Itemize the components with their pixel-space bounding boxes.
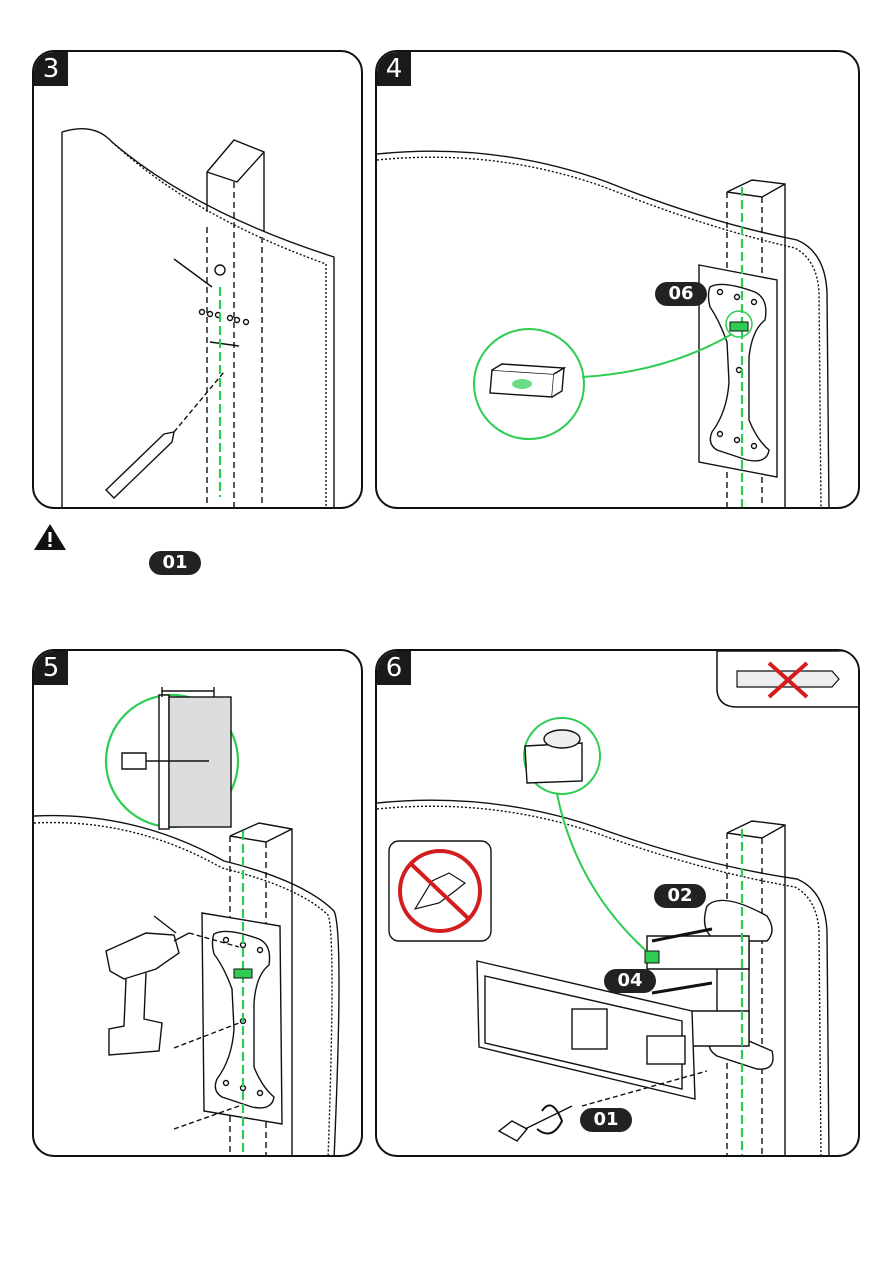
step-3-illustration: [34, 52, 363, 509]
step-3-panel: 3: [32, 50, 363, 509]
part-label-02: 02: [654, 884, 706, 908]
step-4-illustration: [377, 52, 860, 509]
step-6-panel: 6: [375, 649, 860, 1157]
bubble-level: [730, 322, 748, 331]
part-label-01: 01: [149, 551, 201, 575]
part-label-06: 06: [655, 282, 707, 306]
part-label-01: 01: [580, 1108, 632, 1132]
part-label-04: 04: [604, 969, 656, 993]
wall-edge: [62, 129, 334, 509]
step-6-illustration: [377, 651, 860, 1157]
step-5-illustration: [34, 651, 363, 1157]
warning-triangle-icon: [32, 522, 68, 552]
step-5-panel: 5: [32, 649, 363, 1157]
wall-edge: [34, 816, 339, 1157]
step-4-panel: 4 06: [375, 50, 860, 509]
bubble-level: [234, 969, 252, 978]
no-anchor-icon: [717, 651, 860, 707]
